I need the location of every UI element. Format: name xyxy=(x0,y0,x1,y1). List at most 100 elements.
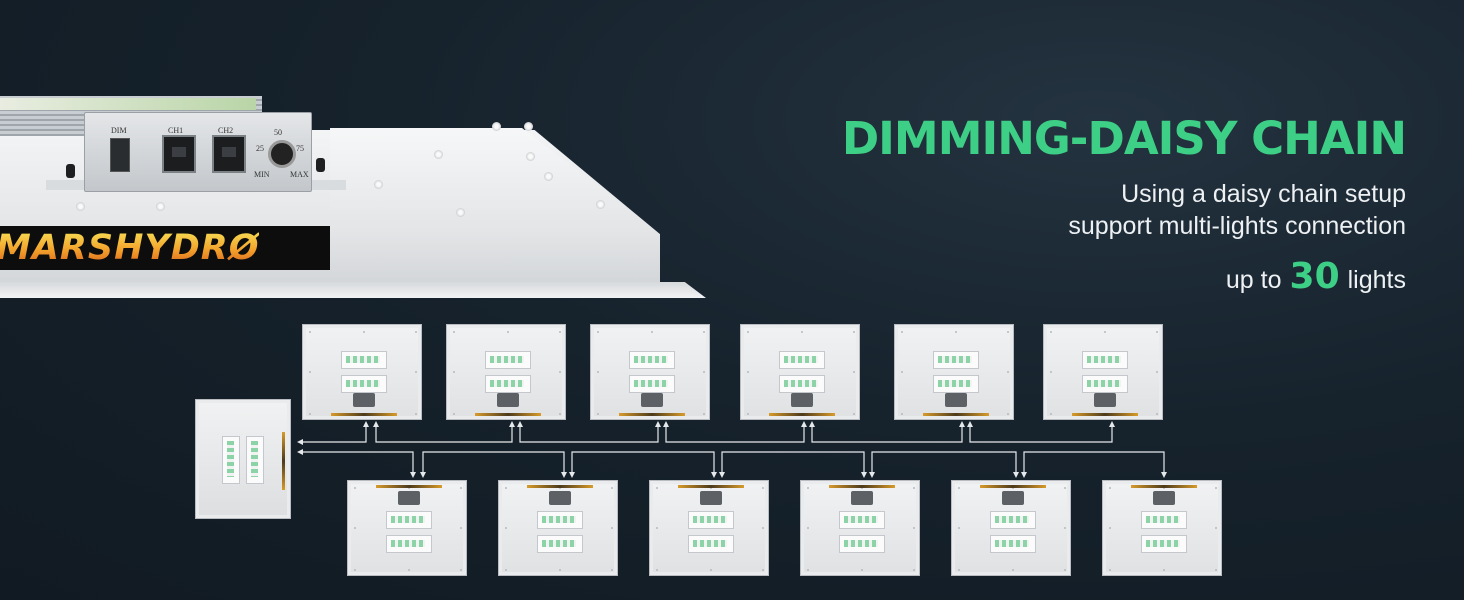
screw-dot-icon xyxy=(958,527,960,529)
led-module-icon xyxy=(341,375,387,393)
capacity-prefix: up to xyxy=(1225,266,1282,294)
driver-strip-icon xyxy=(619,413,685,416)
dial-max-label: MAX xyxy=(290,170,309,179)
led-module-icon xyxy=(222,436,240,484)
data-cable-line xyxy=(719,451,867,478)
screw-icon xyxy=(544,172,553,181)
screw-dot-icon xyxy=(1215,527,1217,529)
data-cable-line xyxy=(517,421,661,443)
led-module-icon xyxy=(341,351,387,369)
fixture-panel-edge xyxy=(0,282,706,298)
screw-dot-icon xyxy=(703,371,705,373)
screw-dot-icon xyxy=(453,331,455,333)
driver-box-icon xyxy=(1153,491,1175,505)
screw-dot-icon xyxy=(611,527,613,529)
screw-dot-icon xyxy=(611,487,613,489)
screw-dot-icon xyxy=(1007,413,1009,415)
capacity-line: up to 30 lights xyxy=(1226,256,1406,297)
screw-icon xyxy=(492,122,501,131)
screw-dot-icon xyxy=(559,569,561,571)
driver-box-icon xyxy=(497,393,519,407)
screw-dot-icon xyxy=(1163,487,1165,489)
headline: DIMMING-DAISY CHAIN xyxy=(841,112,1407,165)
screw-dot-icon xyxy=(408,487,410,489)
screw-dot-icon xyxy=(807,487,809,489)
screw-dot-icon xyxy=(309,331,311,333)
data-cable-line xyxy=(373,421,515,443)
screw-icon xyxy=(526,152,535,161)
brand-logo-bar: MARSHYDRØ xyxy=(0,226,330,270)
led-module-icon xyxy=(990,535,1036,553)
screw-dot-icon xyxy=(408,569,410,571)
led-module-icon xyxy=(246,436,264,484)
screw-dot-icon xyxy=(747,371,749,373)
dial-25-label: 25 xyxy=(256,144,264,153)
screw-dot-icon xyxy=(710,569,712,571)
source-light-icon xyxy=(195,399,291,519)
screw-dot-icon xyxy=(1050,371,1052,373)
dimmer-knob-icon xyxy=(268,140,296,168)
screw-dot-icon xyxy=(597,371,599,373)
screw-dot-icon xyxy=(1163,569,1165,571)
driver-strip-icon xyxy=(923,413,989,416)
screw-dot-icon xyxy=(913,487,915,489)
driver-box-icon xyxy=(945,393,967,407)
driver-box-icon xyxy=(791,393,813,407)
led-module-icon xyxy=(629,351,675,369)
screw-dot-icon xyxy=(1109,569,1111,571)
screw-dot-icon xyxy=(901,371,903,373)
screw-dot-icon xyxy=(363,331,365,333)
grow-light-panel-icon xyxy=(800,480,920,576)
screw-dot-icon xyxy=(309,371,311,373)
led-module-icon xyxy=(839,511,885,529)
screw-dot-icon xyxy=(453,371,455,373)
driver-strip-icon xyxy=(678,485,744,488)
screw-dot-icon xyxy=(1215,569,1217,571)
screw-dot-icon xyxy=(1109,527,1111,529)
screw-dot-icon xyxy=(853,413,855,415)
screw-dot-icon xyxy=(1156,331,1158,333)
ch2-label: CH2 xyxy=(218,126,234,135)
screw-dot-icon xyxy=(955,331,957,333)
screw-dot-icon xyxy=(1156,413,1158,415)
led-module-icon xyxy=(537,535,583,553)
screw-dot-icon xyxy=(1215,487,1217,489)
driver-strip-icon xyxy=(1131,485,1197,488)
driver-box-icon xyxy=(641,393,663,407)
data-cable-line xyxy=(420,451,567,478)
dial-min-label: MIN xyxy=(254,170,270,179)
screw-dot-icon xyxy=(415,371,417,373)
screw-icon xyxy=(456,208,465,217)
driver-strip-icon xyxy=(527,485,593,488)
screw-dot-icon xyxy=(901,413,903,415)
screw-dot-icon xyxy=(762,569,764,571)
driver-box-icon xyxy=(549,491,571,505)
screw-dot-icon xyxy=(1104,331,1106,333)
screw-dot-icon xyxy=(1109,487,1111,489)
screw-dot-icon xyxy=(507,331,509,333)
screw-dot-icon xyxy=(656,527,658,529)
grow-light-panel-icon xyxy=(590,324,710,420)
screw-dot-icon xyxy=(703,331,705,333)
screw-dot-icon xyxy=(1007,331,1009,333)
screw-dot-icon xyxy=(559,487,561,489)
standoff-icon xyxy=(66,164,75,178)
led-module-icon xyxy=(779,351,825,369)
screw-dot-icon xyxy=(309,413,311,415)
grow-light-panel-icon xyxy=(498,480,618,576)
grow-light-panel-icon xyxy=(347,480,467,576)
data-cable-line xyxy=(1021,451,1167,478)
data-cable-line xyxy=(869,451,1019,478)
screw-dot-icon xyxy=(853,371,855,373)
screw-dot-icon xyxy=(415,331,417,333)
screw-icon xyxy=(76,202,85,211)
driver-strip-icon xyxy=(829,485,895,488)
led-module-icon xyxy=(629,375,675,393)
screw-dot-icon xyxy=(1050,331,1052,333)
driver-box-icon xyxy=(1002,491,1024,505)
screw-dot-icon xyxy=(762,487,764,489)
led-module-icon xyxy=(485,375,531,393)
screw-dot-icon xyxy=(559,331,561,333)
